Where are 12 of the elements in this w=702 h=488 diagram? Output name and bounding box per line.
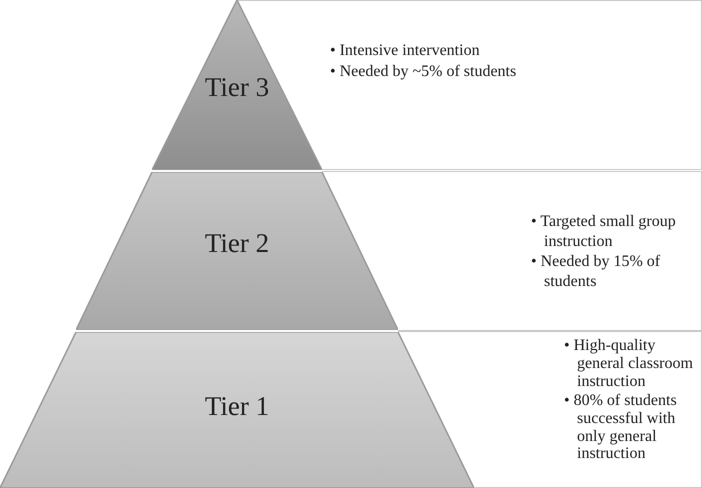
bullet-text: • Targeted small group instruction: [531, 212, 677, 252]
tier-label: Tier 1: [204, 390, 270, 423]
text-panel: [398, 171, 702, 331]
bullet-text: • High-quality general classroom instruction: [564, 337, 694, 391]
tier-label: Tier 2: [204, 227, 270, 260]
text-panel: [474, 331, 702, 488]
text-panel: [322, 0, 702, 170]
bullet-text: • Needed by 15% of students: [531, 252, 662, 292]
bullet-text: • Needed by ~5% of students: [330, 62, 518, 82]
bullet-text: • Intensive intervention: [330, 41, 481, 61]
bullet-text: • 80% of students successful with only general instruction: [564, 392, 678, 464]
tier-label: Tier 3: [204, 71, 270, 104]
